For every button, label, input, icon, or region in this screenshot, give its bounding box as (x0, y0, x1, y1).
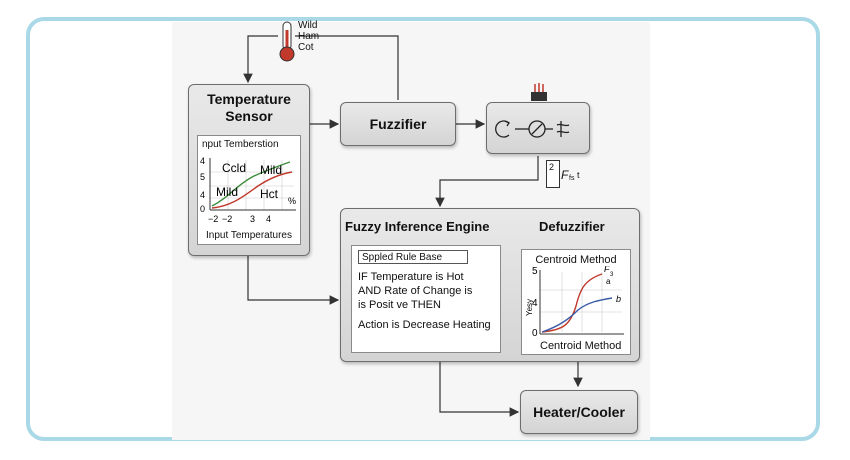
arrow-thermometer-to-sensor (243, 35, 278, 84)
defuzz-label-a: a (606, 277, 611, 286)
defuzz-label-3: 3 (610, 272, 614, 278)
arrow-controller-to-engine (435, 156, 539, 208)
sensor-label-cold: Ccld (222, 161, 246, 175)
sensor-xtick-3: 3 (250, 214, 255, 224)
inference-engine-title: Fuzzy Inference Engine (345, 219, 490, 234)
line-thermometer-to-fuzzifier (295, 35, 399, 100)
thermometer-label-1: Wild (298, 20, 318, 31)
defuzz-ytick-2: 4 (532, 298, 538, 309)
rule-line-2: AND Rate of Change is (358, 285, 473, 297)
controller-glyph-icon: 2 F fs t (546, 160, 580, 190)
defuzzifier-curve-blue (541, 297, 613, 333)
antenna-icon (531, 83, 547, 101)
defuzz-label-F: F (604, 266, 610, 274)
controller-unit-box (486, 102, 590, 154)
defuzz-ytick-3: 0 (532, 328, 538, 339)
thermometer-scale: Wild Ham Cot (298, 20, 319, 53)
rule-text: IF Temperature is Hot AND Rate of Change… (358, 270, 491, 332)
sensor-title-line1: Temperature (207, 91, 291, 107)
sensor-label-hot: Hct (260, 187, 279, 201)
controller-symbols-icon (495, 120, 570, 138)
controller-glyph-2: 2 (549, 162, 555, 172)
sensor-chart: 4 5 4 0 −2 −2 3 4 Ccld Mild Mild Hct % (200, 156, 296, 224)
sensor-label-percent: % (288, 196, 296, 206)
sensor-chart-panel: nput Temberstion 4 5 4 0 −2 −2 3 4 Ccld … (197, 135, 301, 245)
thermometer-label-3: Cot (298, 42, 314, 53)
sensor-ytick-1: 4 (200, 156, 205, 166)
sensor-curve-green (211, 161, 291, 207)
defuzzifier-chart: 5 4 0 Yesy F 3 b a (525, 266, 624, 339)
defuzzifier-chart-panel: Centroid Method 5 4 0 Yesy F 3 b a Centr… (521, 249, 631, 355)
rule-line-3: is Posit ve THEN (358, 299, 441, 311)
sensor-chart-title: nput Temberstion (202, 139, 279, 150)
sensor-title: Temperature Sensor (189, 91, 309, 125)
sensor-xtick-2: −2 (222, 214, 232, 224)
sensor-label-mild-1: Mild (260, 163, 282, 177)
thermometer-label-2: Ham (298, 31, 320, 42)
defuzzifier-title: Defuzzifier (539, 219, 605, 234)
rule-line-1: IF Temperature is Hot (358, 271, 464, 283)
sensor-label-mild-2: Mild (216, 185, 238, 199)
sensor-ytick-4: 0 (200, 204, 205, 214)
thermometer-icon (279, 21, 295, 62)
sensor-title-line2: Sensor (225, 108, 273, 124)
defuzz-label-b: b (616, 294, 621, 304)
arrow-engine-to-heater (439, 362, 520, 417)
sensor-xtick-4: 4 (266, 214, 271, 224)
fuzzifier-box: Fuzzifier (340, 102, 456, 146)
temperature-sensor-box: Temperature Sensor nput Temberstion 4 5 … (188, 84, 310, 256)
controller-glyph-t: t (577, 170, 580, 180)
defuzz-ylabel: Yesy (525, 299, 534, 316)
defuzz-ytick-1: 5 (532, 266, 538, 277)
defuzzifier-chart-title: Centroid Method (535, 254, 617, 266)
sensor-ytick-2: 5 (200, 172, 205, 182)
defuzzifier-chart-footer: Centroid Method (540, 340, 622, 352)
rule-base-title: Sppled Rule Base (358, 250, 468, 264)
sensor-chart-footer: Input Temperatures (206, 230, 292, 241)
sensor-curve-red (211, 171, 293, 209)
fuzzifier-label: Fuzzifier (369, 116, 427, 132)
rule-base-panel: Sppled Rule Base IF Temperature is Hot A… (351, 245, 501, 353)
inference-engine-box: Fuzzy Inference Engine Defuzzifier Spple… (340, 208, 640, 362)
sensor-xtick-1: −2 (208, 214, 218, 224)
heater-cooler-box: Heater/Cooler (520, 390, 638, 434)
arrow-sensor-to-engine (247, 256, 340, 305)
rule-line-4: Action is Decrease Heating (358, 319, 491, 331)
sensor-ytick-3: 4 (200, 190, 205, 200)
controller-glyph-fs: fs (569, 175, 575, 182)
defuzzifier-curve-red (541, 273, 603, 333)
controller-glyph-F: F (561, 168, 569, 182)
heater-cooler-label: Heater/Cooler (533, 404, 625, 420)
